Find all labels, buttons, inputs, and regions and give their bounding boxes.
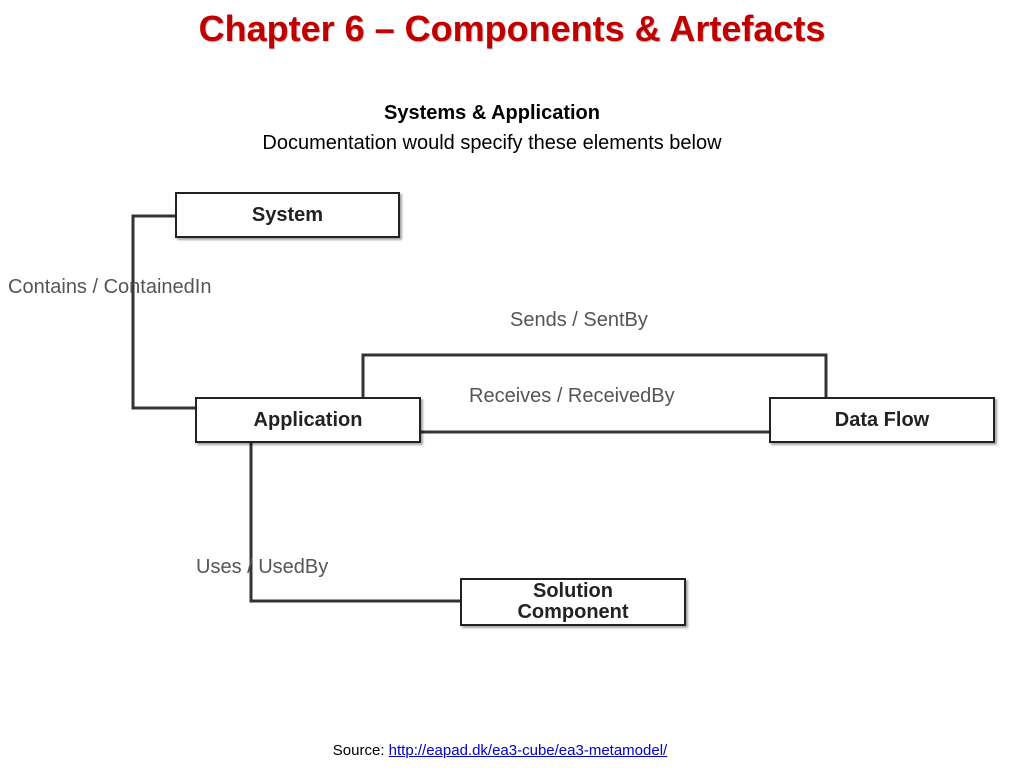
contains-relation-label: Contains / ContainedIn (8, 276, 212, 298)
sends-relation-label: Sends / SentBy (510, 309, 648, 331)
data-flow-node: Data Flow (769, 397, 995, 443)
diagram-subtitle: Systems & Application (384, 102, 600, 124)
system-node-label: System (251, 203, 324, 226)
solution-component-label-line1: Solution (533, 580, 613, 602)
solution-component-node: Solution Component (460, 578, 686, 626)
slide-title: Chapter 6 – Components & Artefacts (198, 8, 826, 49)
source-label: Source: (332, 742, 385, 759)
contains-connector (131, 214, 196, 410)
sends-connector (361, 353, 828, 398)
receives-relation-label: Receives / ReceivedBy (469, 385, 675, 407)
application-node-label: Application (253, 408, 363, 431)
application-node: Application (195, 397, 421, 443)
source-line: Source: http://eapad.dk/ea3-cube/ea3-met… (0, 742, 1000, 759)
source-link[interactable]: http://eapad.dk/ea3-cube/ea3-metamodel/ (388, 742, 668, 759)
uses-connector (249, 441, 461, 603)
data-flow-node-label: Data Flow (834, 408, 930, 431)
solution-component-label-line2: Component (517, 601, 629, 623)
uses-relation-label: Uses / UsedBy (196, 556, 329, 578)
system-node: System (175, 192, 400, 238)
diagram-caption: Documentation would specify these elemen… (262, 132, 722, 154)
